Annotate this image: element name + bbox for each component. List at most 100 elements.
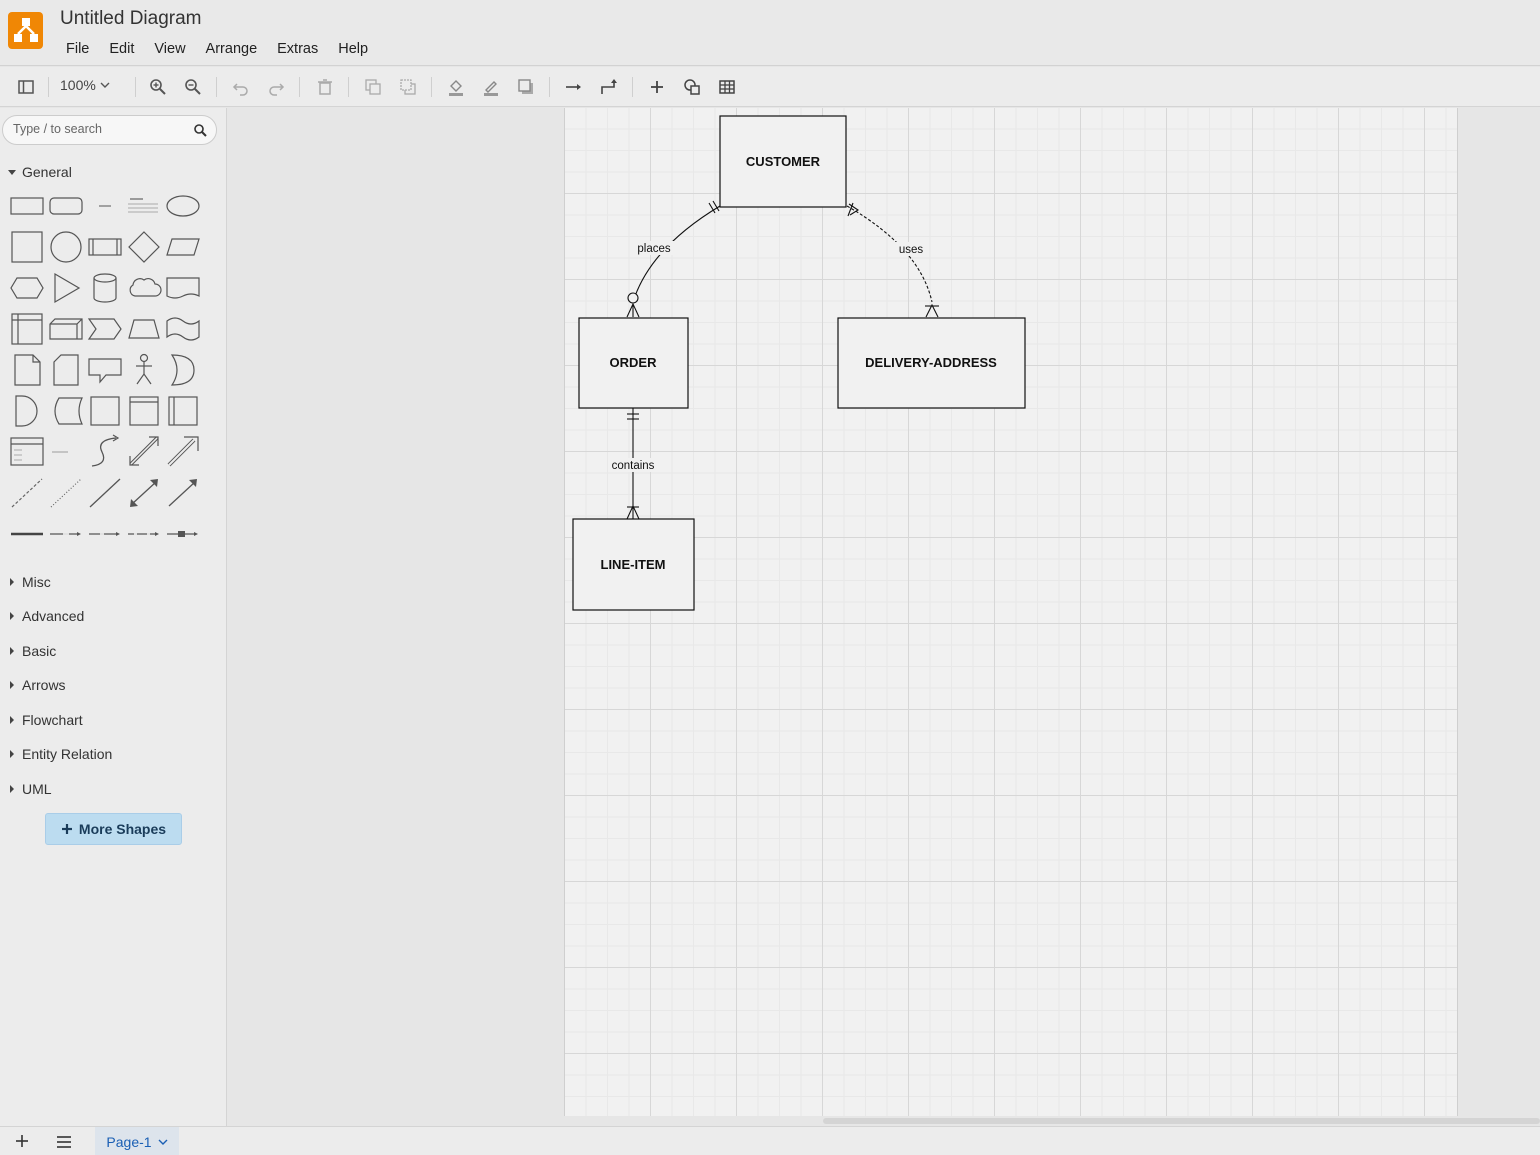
menu-help[interactable]: Help <box>338 41 369 57</box>
shape-dashed-line[interactable] <box>8 475 46 511</box>
section-basic[interactable]: Basic <box>8 643 56 659</box>
chevron-down-icon <box>100 82 110 88</box>
shape-bidirectional-connector[interactable] <box>125 475 163 511</box>
menu-arrange[interactable]: Arrange <box>205 41 258 57</box>
shape-bidirectional-arrow[interactable] <box>125 434 163 470</box>
zoom-out-icon[interactable] <box>181 75 205 99</box>
shape-sidebar: General <box>0 108 227 1126</box>
entity-line-item-label: LINE-ITEM <box>601 557 666 572</box>
shape-connector-arrow[interactable] <box>47 516 85 552</box>
shape-curve[interactable] <box>86 434 124 470</box>
shape-ellipse[interactable] <box>164 188 202 224</box>
shape-card[interactable] <box>47 352 85 388</box>
redo-icon[interactable] <box>264 75 288 99</box>
menu-edit[interactable]: Edit <box>109 41 135 57</box>
to-front-icon[interactable] <box>361 75 385 99</box>
shape-rectangle[interactable] <box>8 188 46 224</box>
shape-or[interactable] <box>164 352 202 388</box>
line-color-icon[interactable] <box>479 75 503 99</box>
add-page-icon[interactable] <box>12 1131 32 1151</box>
shape-textbox[interactable] <box>125 188 163 224</box>
shape-circle[interactable] <box>47 229 85 265</box>
menu-extras[interactable]: Extras <box>277 41 319 57</box>
shape-text[interactable] <box>86 188 124 224</box>
insert-icon[interactable] <box>645 75 669 99</box>
table-icon[interactable] <box>715 75 739 99</box>
shape-internal-storage[interactable] <box>8 311 46 347</box>
zoom-in-icon[interactable] <box>146 75 170 99</box>
shape-cube[interactable] <box>47 311 85 347</box>
format-panel-icon[interactable] <box>14 75 38 99</box>
shape-note[interactable] <box>8 352 46 388</box>
shape-swimlane[interactable] <box>125 393 163 429</box>
shape-document[interactable] <box>164 270 202 306</box>
section-uml[interactable]: UML <box>8 781 52 797</box>
relation-contains[interactable]: contains <box>610 408 658 520</box>
diagram-title[interactable]: Untitled Diagram <box>60 8 202 29</box>
section-arrows[interactable]: Arrows <box>8 677 66 693</box>
entity-order[interactable]: ORDER <box>578 317 689 409</box>
shape-line[interactable] <box>86 475 124 511</box>
shape-link[interactable] <box>8 516 46 552</box>
shape-cloud[interactable] <box>125 270 163 306</box>
shape-step[interactable] <box>86 311 124 347</box>
shape-trapezoid[interactable] <box>125 311 163 347</box>
relation-places[interactable]: places <box>626 200 721 318</box>
shape-tape[interactable] <box>164 311 202 347</box>
shapes-icon[interactable] <box>680 75 704 99</box>
section-general[interactable]: General <box>8 164 72 180</box>
menu-view[interactable]: View <box>154 41 186 57</box>
menu-file[interactable]: File <box>66 41 90 57</box>
shape-and[interactable] <box>8 393 46 429</box>
section-advanced[interactable]: Advanced <box>8 608 84 624</box>
section-flowchart[interactable]: Flowchart <box>8 712 83 728</box>
shape-directional-connector[interactable] <box>164 475 202 511</box>
shape-actor[interactable] <box>125 352 163 388</box>
shape-data-storage[interactable] <box>47 393 85 429</box>
shape-triangle[interactable] <box>47 270 85 306</box>
section-misc[interactable]: Misc <box>8 574 51 590</box>
chevron-down-icon[interactable] <box>158 1137 168 1147</box>
shape-list-item[interactable] <box>47 434 85 470</box>
relation-uses[interactable]: uses <box>846 202 939 318</box>
shape-rounded-rectangle[interactable] <box>47 188 85 224</box>
shape-list[interactable] <box>8 434 46 470</box>
horizontal-scrollbar[interactable] <box>823 1118 1540 1124</box>
pages-menu-icon[interactable] <box>54 1132 74 1152</box>
entity-delivery-address[interactable]: DELIVERY-ADDRESS <box>837 317 1026 409</box>
shape-callout[interactable] <box>86 352 124 388</box>
shape-connector-multi-label[interactable] <box>125 516 163 552</box>
diagram-page[interactable]: places uses contains <box>564 108 1458 1116</box>
connection-icon[interactable] <box>562 75 586 99</box>
shape-hexagon[interactable] <box>8 270 46 306</box>
shape-square[interactable] <box>8 229 46 265</box>
shape-connector-symbol[interactable] <box>164 516 202 552</box>
shape-cylinder[interactable] <box>86 270 124 306</box>
caret-right-icon <box>10 750 14 758</box>
shape-process[interactable] <box>86 229 124 265</box>
entity-line-item[interactable]: LINE-ITEM <box>572 518 695 611</box>
shape-search-input[interactable] <box>13 122 188 136</box>
shape-connector-label[interactable] <box>86 516 124 552</box>
waypoints-icon[interactable] <box>597 75 621 99</box>
canvas-area[interactable]: places uses contains <box>228 108 1540 1126</box>
shape-parallelogram[interactable] <box>164 229 202 265</box>
to-back-icon[interactable] <box>396 75 420 99</box>
zoom-dropdown[interactable]: 100% <box>60 77 110 93</box>
search-icon[interactable] <box>193 123 208 138</box>
shape-dotted-line[interactable] <box>47 475 85 511</box>
shape-diamond[interactable] <box>125 229 163 265</box>
undo-icon[interactable] <box>229 75 253 99</box>
delete-icon[interactable] <box>313 75 337 99</box>
page-tab-label: Page-1 <box>106 1133 152 1150</box>
more-shapes-button[interactable]: More Shapes <box>45 813 182 845</box>
fill-color-icon[interactable] <box>444 75 468 99</box>
page-tab[interactable]: Page-1 <box>95 1127 179 1155</box>
drawio-logo-icon[interactable] <box>8 12 43 49</box>
shadow-icon[interactable] <box>514 75 538 99</box>
shape-arrow[interactable] <box>164 434 202 470</box>
shape-container[interactable] <box>86 393 124 429</box>
shape-vertical-swimlane[interactable] <box>164 393 202 429</box>
section-entity-relation[interactable]: Entity Relation <box>8 746 112 762</box>
entity-customer[interactable]: CUSTOMER <box>719 115 847 208</box>
